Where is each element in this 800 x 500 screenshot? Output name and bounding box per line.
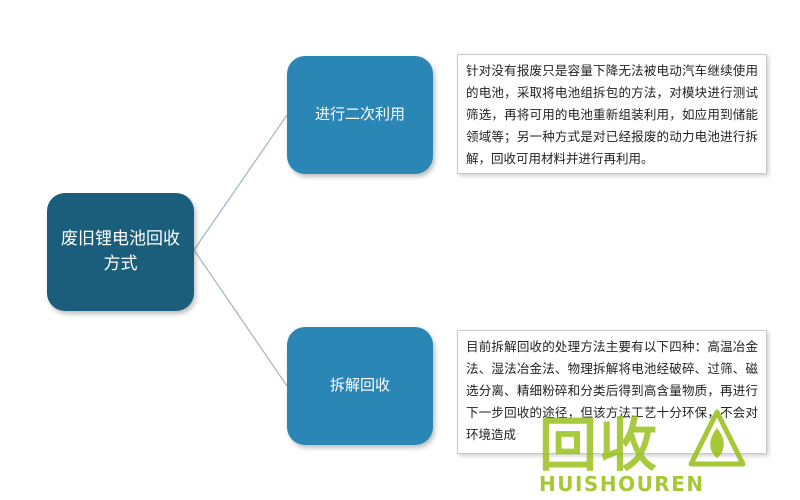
branch-node-dismantle-recycle: 拆解回收 xyxy=(287,327,433,445)
leaf-logo-icon xyxy=(688,409,746,467)
root-node: 废旧锂电池回收方式 xyxy=(47,193,194,311)
description-box-secondary-use: 针对没有报废只是容量下降无法被电动汽车继续使用的电池，采取将电池组拆包的方法，对… xyxy=(457,54,767,174)
description-text-dismantle-recycle: 目前拆解回收的处理方法主要有以下四种：高温冶金法、湿法冶金法、物理拆解将电池经破… xyxy=(466,339,758,442)
watermark-logo: 回收 HUISHOUREN xyxy=(537,402,752,498)
branch-label-dismantle-recycle: 拆解回收 xyxy=(329,376,390,395)
connector-line-bottom xyxy=(193,249,288,387)
branch-label-secondary-use: 进行二次利用 xyxy=(314,105,405,124)
branch-node-secondary-use: 进行二次利用 xyxy=(287,56,433,174)
root-label: 废旧锂电池回收方式 xyxy=(61,229,180,274)
connector-line-top xyxy=(193,114,288,251)
watermark-text: 回收 xyxy=(539,411,660,479)
description-text-secondary-use: 针对没有报废只是容量下降无法被电动汽车继续使用的电池，采取将电池组拆包的方法，对… xyxy=(466,63,758,166)
watermark-subtext: HUISHOUREN xyxy=(539,472,705,496)
description-box-dismantle-recycle: 目前拆解回收的处理方法主要有以下四种：高温冶金法、湿法冶金法、物理拆解将电池经破… xyxy=(457,330,767,454)
